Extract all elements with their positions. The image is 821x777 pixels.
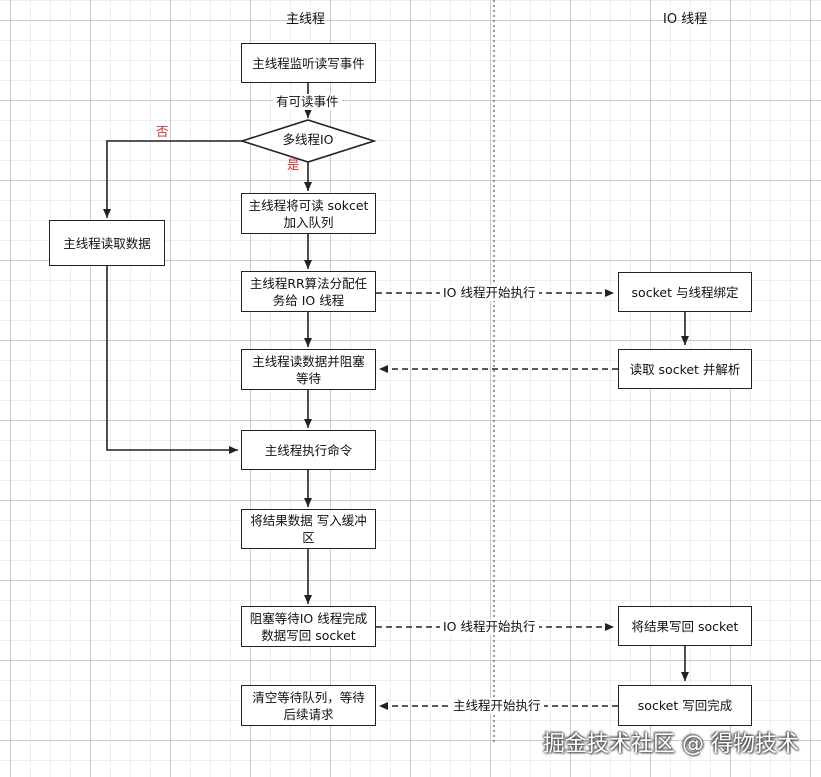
- edge-label-main-start: 主线程开始执行: [450, 698, 544, 714]
- node-decision-label: 多线程IO: [282, 132, 334, 147]
- lane-header-main: 主线程: [286, 12, 326, 27]
- node-read-data: 主线程读取数据: [49, 220, 165, 266]
- node-write-buffer: 将结果数据 写入缓冲区: [241, 509, 376, 549]
- watermark: 掘金技术社区 @ 得物技术: [543, 732, 799, 757]
- edge-label-io-start-1: IO 线程开始执行: [440, 285, 539, 301]
- edge-readdata-execute: [106, 266, 238, 454]
- node-write-done: socket 写回完成: [618, 685, 752, 726]
- node-listen: 主线程监听读写事件: [241, 43, 376, 83]
- node-wait-write: 阻塞等待IO 线程完成数据写回 socket: [241, 606, 376, 647]
- edge-label-io-start-2: IO 线程开始执行: [440, 619, 539, 635]
- node-bind: socket 与线程绑定: [618, 272, 752, 312]
- node-assign: 主线程RR算法分配任务给 IO 线程: [241, 271, 376, 312]
- node-execute: 主线程执行命令: [241, 430, 376, 470]
- node-read-block: 主线程读数据并阻塞等待: [241, 349, 376, 390]
- decision-diamond: [239, 119, 377, 163]
- node-clear: 清空等待队列，等待后续请求: [241, 685, 376, 726]
- edge-label-readable: 有可读事件: [273, 94, 342, 110]
- node-enqueue: 主线程将可读 sokcet 加入队列: [241, 193, 376, 234]
- node-write-back: 将结果写回 socket: [618, 606, 752, 646]
- lane-header-io: IO 线程: [663, 12, 708, 27]
- edge-label-no: 否: [156, 124, 169, 139]
- edge-decision-readdata: [103, 140, 243, 218]
- node-parse: 读取 socket 并解析: [618, 349, 752, 389]
- edge-label-yes: 是: [287, 157, 300, 172]
